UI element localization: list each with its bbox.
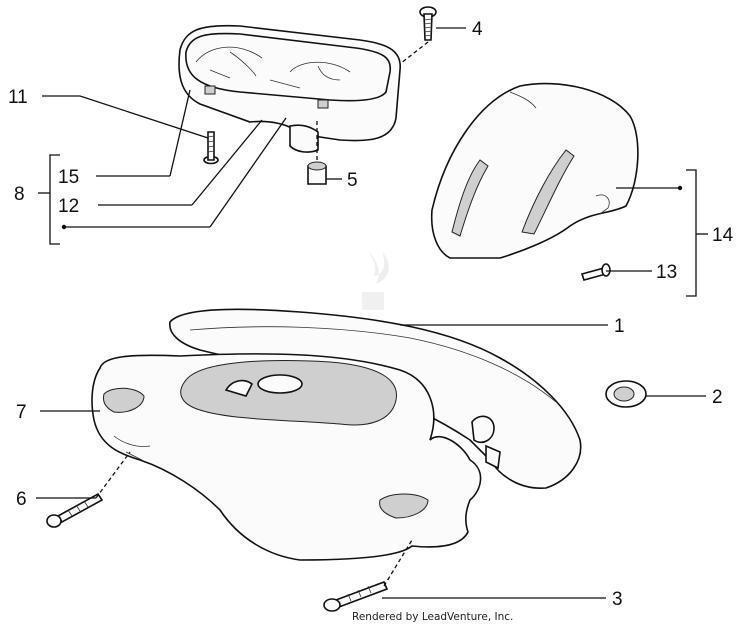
front-handlebar-cover — [91, 353, 501, 561]
callout-14: 14 — [712, 225, 734, 246]
screw-3 — [323, 580, 389, 612]
windscreen — [430, 82, 639, 259]
callout-12: 12 — [58, 196, 79, 217]
callout-3: 3 — [612, 589, 623, 610]
callout-7: 7 — [16, 402, 27, 423]
screw-13 — [580, 263, 611, 281]
callout-1: 1 — [614, 316, 625, 337]
callout-5: 5 — [347, 170, 358, 191]
callout-15: 15 — [58, 167, 79, 188]
callout-8: 8 — [14, 184, 25, 205]
callout-4: 4 — [472, 19, 483, 40]
grommet-5 — [307, 161, 327, 185]
callout-6: 6 — [16, 489, 27, 510]
leader-lines — [36, 27, 708, 599]
screw-6 — [46, 492, 104, 528]
instrument-cluster — [178, 24, 401, 153]
callout-13: 13 — [656, 262, 677, 283]
screw-15 — [203, 131, 219, 165]
callout-labels: 4 5 11 15 8 12 14 13 1 2 7 6 3 — [8, 19, 734, 610]
render-credit: Rendered by LeadVenture, Inc. — [352, 611, 513, 623]
callout-2: 2 — [712, 387, 723, 408]
plug-2 — [605, 380, 647, 408]
screw-4 — [419, 6, 437, 41]
callout-11: 11 — [8, 87, 28, 108]
